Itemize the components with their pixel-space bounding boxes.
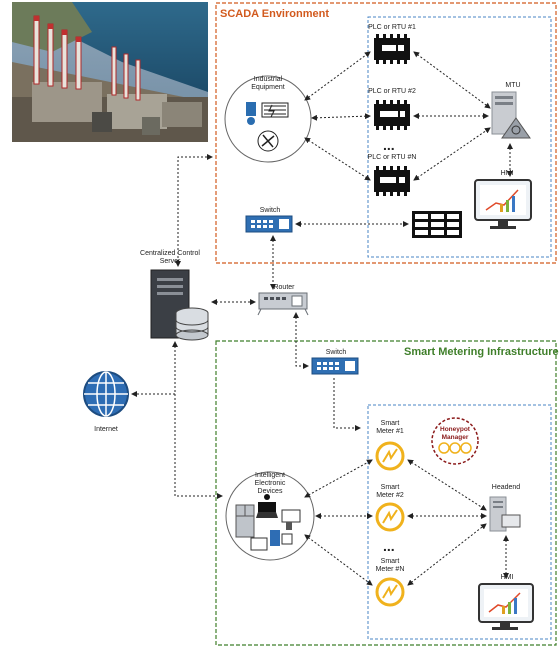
plc-rtu-1-icon	[374, 34, 410, 64]
scada-hmi-icon	[474, 179, 532, 229]
smart-metering-title: Smart Metering Infrastructure	[404, 346, 559, 358]
plc-rtu-n-icon	[374, 166, 410, 196]
ied-devices-icon	[235, 494, 301, 551]
control-server-label: Centralized Control Server	[140, 250, 200, 265]
connections	[131, 51, 513, 586]
industrial-equipment-label: Industrial Equipment	[251, 76, 285, 91]
smart-hmi-icon	[478, 583, 534, 630]
industrial-equipment-icon	[246, 102, 289, 152]
plc-rtu-2-label: PLC or RTU #2	[368, 88, 416, 95]
industrial-equipment-circle	[224, 75, 312, 163]
honeypot-manager-label: Honeypot Manager	[440, 426, 470, 441]
scada-switch-icon	[245, 215, 293, 233]
mtu-label: MTU	[505, 82, 521, 89]
internet-label: Internet	[94, 426, 118, 433]
headend-server-icon	[489, 496, 521, 532]
headend-label: Headend	[491, 484, 521, 491]
router-icon	[257, 292, 309, 316]
scada-switch-label: Switch	[259, 207, 281, 214]
internet-globe-icon	[83, 371, 129, 417]
smart-meter-1-icon	[375, 441, 405, 471]
honeypot-manager-icon	[431, 417, 479, 465]
scada-title: SCADA Environment	[220, 8, 329, 20]
smart-metering-box	[215, 340, 557, 646]
smart-meter-n-icon	[375, 577, 405, 607]
control-server-icon	[150, 269, 209, 341]
meter-ellipsis: ...	[383, 538, 395, 554]
scada-inner-box	[367, 16, 552, 258]
power-plant-photo	[12, 2, 208, 142]
mtu-server-icon	[491, 91, 531, 139]
router-label: Router	[273, 284, 295, 291]
smart-meter-2-label: Smart Meter #2	[376, 484, 404, 499]
smart-meter-1-label: Smart Meter #1	[376, 420, 404, 435]
smart-switch-label: Switch	[325, 349, 347, 356]
plc-rtu-1-label: PLC or RTU #1	[368, 24, 416, 31]
plc-ellipsis: ...	[383, 137, 395, 153]
plc-rtu-n-label: PLC or RTU #N	[367, 154, 417, 161]
scada-hmi-label: HMI	[500, 170, 514, 177]
smart-metering-inner-box	[367, 404, 552, 640]
smart-switch-icon	[311, 357, 359, 375]
smart-meter-n-label: Smart Meter #N	[375, 558, 405, 573]
ied-label: Intelligent Electronic Devices	[254, 472, 286, 495]
plc-rtu-2-icon	[374, 100, 410, 130]
scada-environment-box	[215, 2, 557, 264]
smart-hmi-label: HMI	[500, 574, 514, 581]
field-devices-icon	[412, 211, 462, 238]
smart-meter-2-icon	[375, 502, 405, 532]
